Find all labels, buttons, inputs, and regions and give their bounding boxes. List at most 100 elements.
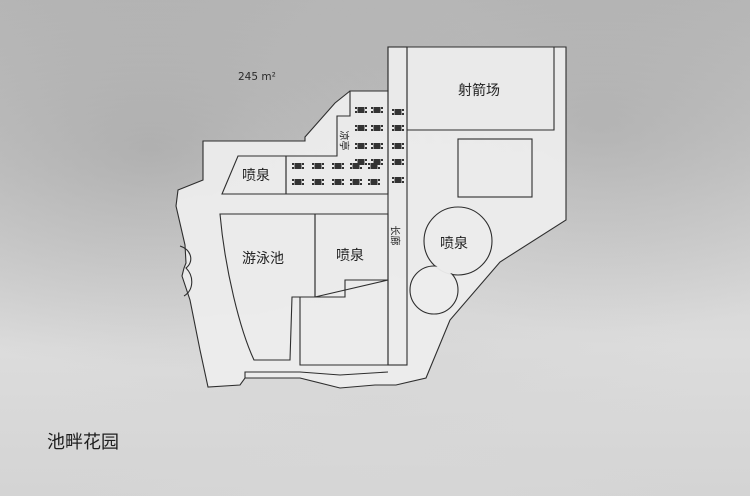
table-set [357,159,365,165]
inner-square [457,138,533,198]
chair [365,125,367,127]
chair [355,159,357,161]
chair [322,163,324,165]
chair [402,113,404,115]
chair [392,163,394,165]
chair [402,109,404,111]
chair [355,147,357,149]
chair [368,167,370,169]
table-set [314,179,322,185]
chair [312,167,314,169]
table-set [294,179,302,185]
chair [365,107,367,109]
table-set [373,159,381,165]
chair [350,179,352,181]
corridor-label: 长廊 [388,225,400,246]
chair [332,183,334,185]
chair [292,163,294,165]
chair [381,125,383,127]
chair [392,147,394,149]
table-set [394,177,402,183]
site-boundary [175,46,567,389]
chair [381,107,383,109]
chair [392,159,394,161]
chair [355,111,357,113]
chair [392,125,394,127]
chair [392,177,394,179]
table-set [373,125,381,131]
chair [392,143,394,145]
chair [292,183,294,185]
chair [378,179,380,181]
chair [302,163,304,165]
chair [342,183,344,185]
chair [302,183,304,185]
chair [365,159,367,161]
chair [381,159,383,161]
chair [402,181,404,183]
chair [378,183,380,185]
chair [371,147,373,149]
chair [371,129,373,131]
chair [350,167,352,169]
chair [322,179,324,181]
table-set [357,125,365,131]
fountain-left-label: 喷泉 [242,168,270,184]
chair [312,179,314,181]
chair [332,179,334,181]
chair [368,183,370,185]
table-set [373,143,381,149]
table-set [370,163,378,169]
chair [381,111,383,113]
table-set [314,163,322,169]
fountain-middle-label: 喷泉 [336,248,364,264]
table-set [357,143,365,149]
chair [302,179,304,181]
table-sets [292,107,404,185]
pavilion-label: 凉亭 [337,130,349,151]
chair [360,183,362,185]
chair [371,143,373,145]
round-fountain-small [409,265,459,315]
chair [360,167,362,169]
chair [350,183,352,185]
chair [371,125,373,127]
chair [355,143,357,145]
pool-label: 游泳池 [242,251,284,267]
table-set [352,163,360,169]
chair [292,167,294,169]
chair [402,125,404,127]
chair [402,129,404,131]
chair [312,163,314,165]
chair [402,177,404,179]
fountain-left-box [221,155,287,195]
chair [402,163,404,165]
table-set [334,163,342,169]
table-set [357,107,365,113]
chair [381,163,383,165]
table-set [352,179,360,185]
chair [350,163,352,165]
chair [381,147,383,149]
bottom-edge [244,371,389,378]
boundary-notch [179,245,193,297]
table-set [373,107,381,113]
archery-label: 射箭场 [458,83,500,99]
table-set [334,179,342,185]
chair [360,163,362,165]
table-set [294,163,302,169]
table-set [394,109,402,115]
chair [368,163,370,165]
chair [392,113,394,115]
chair [302,167,304,169]
chair [365,147,367,149]
corridor [387,46,408,366]
chair [312,183,314,185]
chair [368,179,370,181]
chair [365,111,367,113]
chair [332,167,334,169]
chair [402,147,404,149]
chair [360,179,362,181]
chair [381,129,383,131]
